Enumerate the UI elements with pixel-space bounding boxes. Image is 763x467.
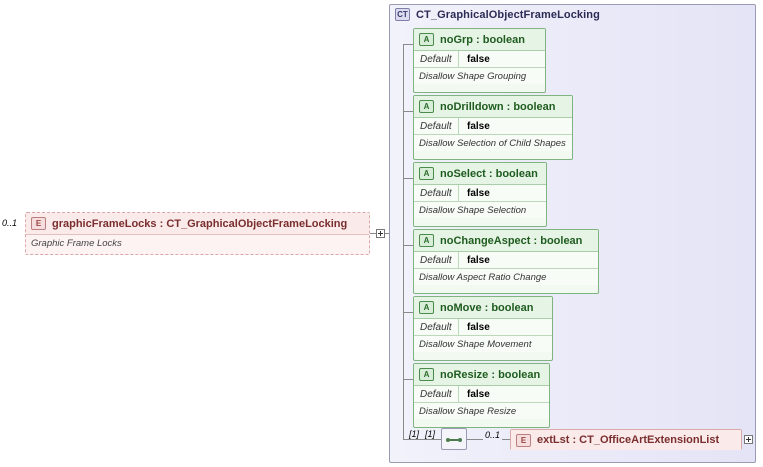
connector-line <box>370 233 376 234</box>
element-extlst-name: extLst : CT_OfficeArtExtensionList <box>537 434 720 446</box>
attribute-noresize-default: Default false <box>414 386 549 403</box>
attribute-nogrp-title: A noGrp : boolean <box>414 29 545 51</box>
attribute-noresize-title: A noResize : boolean <box>414 364 549 386</box>
default-value: false <box>467 254 490 266</box>
default-label: Default <box>420 53 452 65</box>
default-value: false <box>467 187 490 199</box>
complextype-header: CT CT_GraphicalObjectFrameLocking <box>395 8 600 21</box>
element-graphicframelocks-doc: Graphic Frame Locks <box>31 237 122 249</box>
sequence-occurrence-label: [1] <box>409 429 420 439</box>
attribute-badge-icon: A <box>419 301 434 314</box>
attribute-noselect-name: noSelect : boolean <box>440 167 538 180</box>
attribute-badge-icon: A <box>419 234 434 247</box>
attribute-nodrilldown-name: noDrilldown : boolean <box>440 100 556 113</box>
sequence-icon[interactable] <box>441 428 467 450</box>
element-extlst[interactable]: E extLst : CT_OfficeArtExtensionList <box>510 429 742 450</box>
expand-toggle-extlst[interactable] <box>744 435 753 444</box>
branch-line <box>403 379 413 380</box>
connector-line <box>385 233 389 234</box>
default-separator <box>458 51 459 67</box>
branch-line <box>403 44 413 45</box>
default-value: false <box>467 388 490 400</box>
attribute-nodrilldown-title: A noDrilldown : boolean <box>414 96 572 118</box>
attribute-nochangeaspect-title: A noChangeAspect : boolean <box>414 230 598 252</box>
trunk-line <box>403 44 404 439</box>
attribute-badge-icon: A <box>419 368 434 381</box>
attribute-noresize-doc: Disallow Shape Resize <box>414 403 549 419</box>
attribute-nomove-name: noMove : boolean <box>440 301 534 314</box>
branch-line <box>403 312 413 313</box>
sequence-dot <box>458 438 462 442</box>
sequence-bar <box>450 439 458 441</box>
element-graphicframelocks[interactable]: E graphicFrameLocks : CT_GraphicalObject… <box>25 212 370 255</box>
attribute-noresize[interactable]: A noResize : boolean Default false Disal… <box>413 363 550 428</box>
attribute-noresize-name: noResize : boolean <box>440 368 541 381</box>
default-separator <box>458 386 459 402</box>
branch-line <box>403 178 413 179</box>
attribute-noselect[interactable]: A noSelect : boolean Default false Disal… <box>413 162 547 227</box>
attribute-nochangeaspect-doc: Disallow Aspect Ratio Change <box>414 269 598 285</box>
attribute-noselect-doc: Disallow Shape Selection <box>414 202 546 218</box>
attribute-badge-icon: A <box>419 100 434 113</box>
element-extlst-title: E extLst : CT_OfficeArtExtensionList <box>511 430 741 450</box>
attribute-badge-icon: A <box>419 33 434 46</box>
attribute-nodrilldown[interactable]: A noDrilldown : boolean Default false Di… <box>413 95 573 160</box>
root-occurrence-label: 0..1 <box>2 218 18 228</box>
attribute-nochangeaspect-name: noChangeAspect : boolean <box>440 234 583 247</box>
extlst-occurrence-label: 0..1 <box>485 430 501 440</box>
attribute-badge-icon: A <box>419 167 434 180</box>
attribute-nodrilldown-doc: Disallow Selection of Child Shapes <box>414 135 572 151</box>
element-graphicframelocks-name: graphicFrameLocks : CT_GraphicalObjectFr… <box>52 217 348 230</box>
expand-toggle-root[interactable] <box>376 229 385 238</box>
connector-line <box>502 439 510 440</box>
attribute-nomove-doc: Disallow Shape Movement <box>414 336 552 352</box>
attribute-nogrp-default: Default false <box>414 51 545 68</box>
element-graphicframelocks-title: E graphicFrameLocks : CT_GraphicalObject… <box>26 213 369 235</box>
connector-line <box>467 439 483 440</box>
default-value: false <box>467 53 490 65</box>
default-value: false <box>467 321 490 333</box>
default-label: Default <box>420 254 452 266</box>
attribute-noselect-default: Default false <box>414 185 546 202</box>
default-label: Default <box>420 120 452 132</box>
default-label: Default <box>420 321 452 333</box>
default-value: false <box>467 120 490 132</box>
branch-line <box>403 111 413 112</box>
branch-line-sequence <box>403 439 441 440</box>
attribute-nochangeaspect[interactable]: A noChangeAspect : boolean Default false… <box>413 229 599 294</box>
attribute-noselect-title: A noSelect : boolean <box>414 163 546 185</box>
ct-badge-icon: CT <box>395 8 410 21</box>
attribute-nomove-default: Default false <box>414 319 552 336</box>
attribute-nomove-title: A noMove : boolean <box>414 297 552 319</box>
sequence-dot <box>446 438 450 442</box>
branch-line <box>403 245 413 246</box>
sequence-occurrence-label-2: [1] <box>425 429 436 439</box>
default-separator <box>458 185 459 201</box>
element-badge-icon: E <box>516 433 531 447</box>
default-label: Default <box>420 187 452 199</box>
element-badge-icon: E <box>31 217 46 230</box>
complextype-title: CT_GraphicalObjectFrameLocking <box>416 8 600 21</box>
default-separator <box>458 319 459 335</box>
attribute-nomove[interactable]: A noMove : boolean Default false Disallo… <box>413 296 553 361</box>
attribute-nogrp-name: noGrp : boolean <box>440 33 525 46</box>
attribute-nogrp-doc: Disallow Shape Grouping <box>414 68 545 84</box>
attribute-nochangeaspect-default: Default false <box>414 252 598 269</box>
attribute-nodrilldown-default: Default false <box>414 118 572 135</box>
default-separator <box>458 252 459 268</box>
default-separator <box>458 118 459 134</box>
attribute-nogrp[interactable]: A noGrp : boolean Default false Disallow… <box>413 28 546 93</box>
default-label: Default <box>420 388 452 400</box>
